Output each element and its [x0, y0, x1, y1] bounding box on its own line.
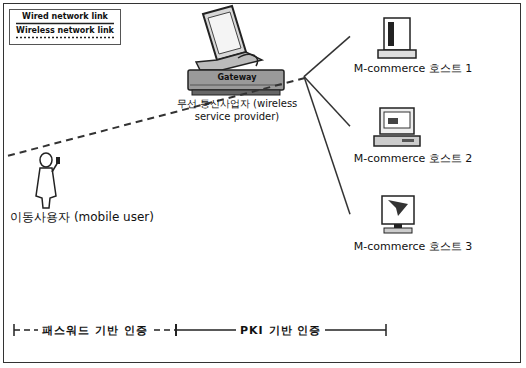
wired-link: [304, 36, 350, 76]
device-label: Gateway: [170, 73, 304, 83]
auth-label: 패스워드 기반 인증: [38, 323, 152, 338]
host-computer-icon: [382, 196, 414, 233]
host-computer-icon: [378, 18, 416, 58]
wired-link: [304, 77, 350, 215]
wired-link: [304, 77, 350, 127]
legend-sample: [14, 21, 116, 26]
laptop-icon: [196, 6, 262, 70]
legend-text: Wireless network link: [14, 26, 116, 35]
host-node: M-commerce 호스트 2: [350, 104, 476, 168]
node-label: 이동사용자 (mobile user): [8, 210, 156, 225]
mobile-user-icon: [36, 153, 60, 208]
host-node: M-commerce 호스트 3: [350, 192, 476, 256]
host-node: M-commerce 호스트 1: [350, 14, 476, 78]
auth-label: PKI 기반 인증: [236, 323, 325, 338]
node-label: 무선 통신사업자 (wireless service provider): [170, 98, 304, 123]
legend-text: Wired network link: [14, 12, 116, 21]
wireless-link: [8, 78, 304, 155]
page-frame: [3, 3, 521, 363]
node-label: M-commerce 호스트 1: [350, 62, 476, 76]
node-label: M-commerce 호스트 2: [350, 152, 476, 166]
host-computer-icon: [374, 108, 420, 146]
gateway-node: Gateway 무선 통신사업자 (wireless service provid…: [170, 70, 304, 125]
legend-sample: [14, 35, 116, 40]
mobile-user-node: 이동사용자 (mobile user): [8, 146, 156, 227]
node-label: M-commerce 호스트 3: [350, 240, 476, 254]
legend-box: Wired network linkWireless network link: [9, 9, 121, 45]
